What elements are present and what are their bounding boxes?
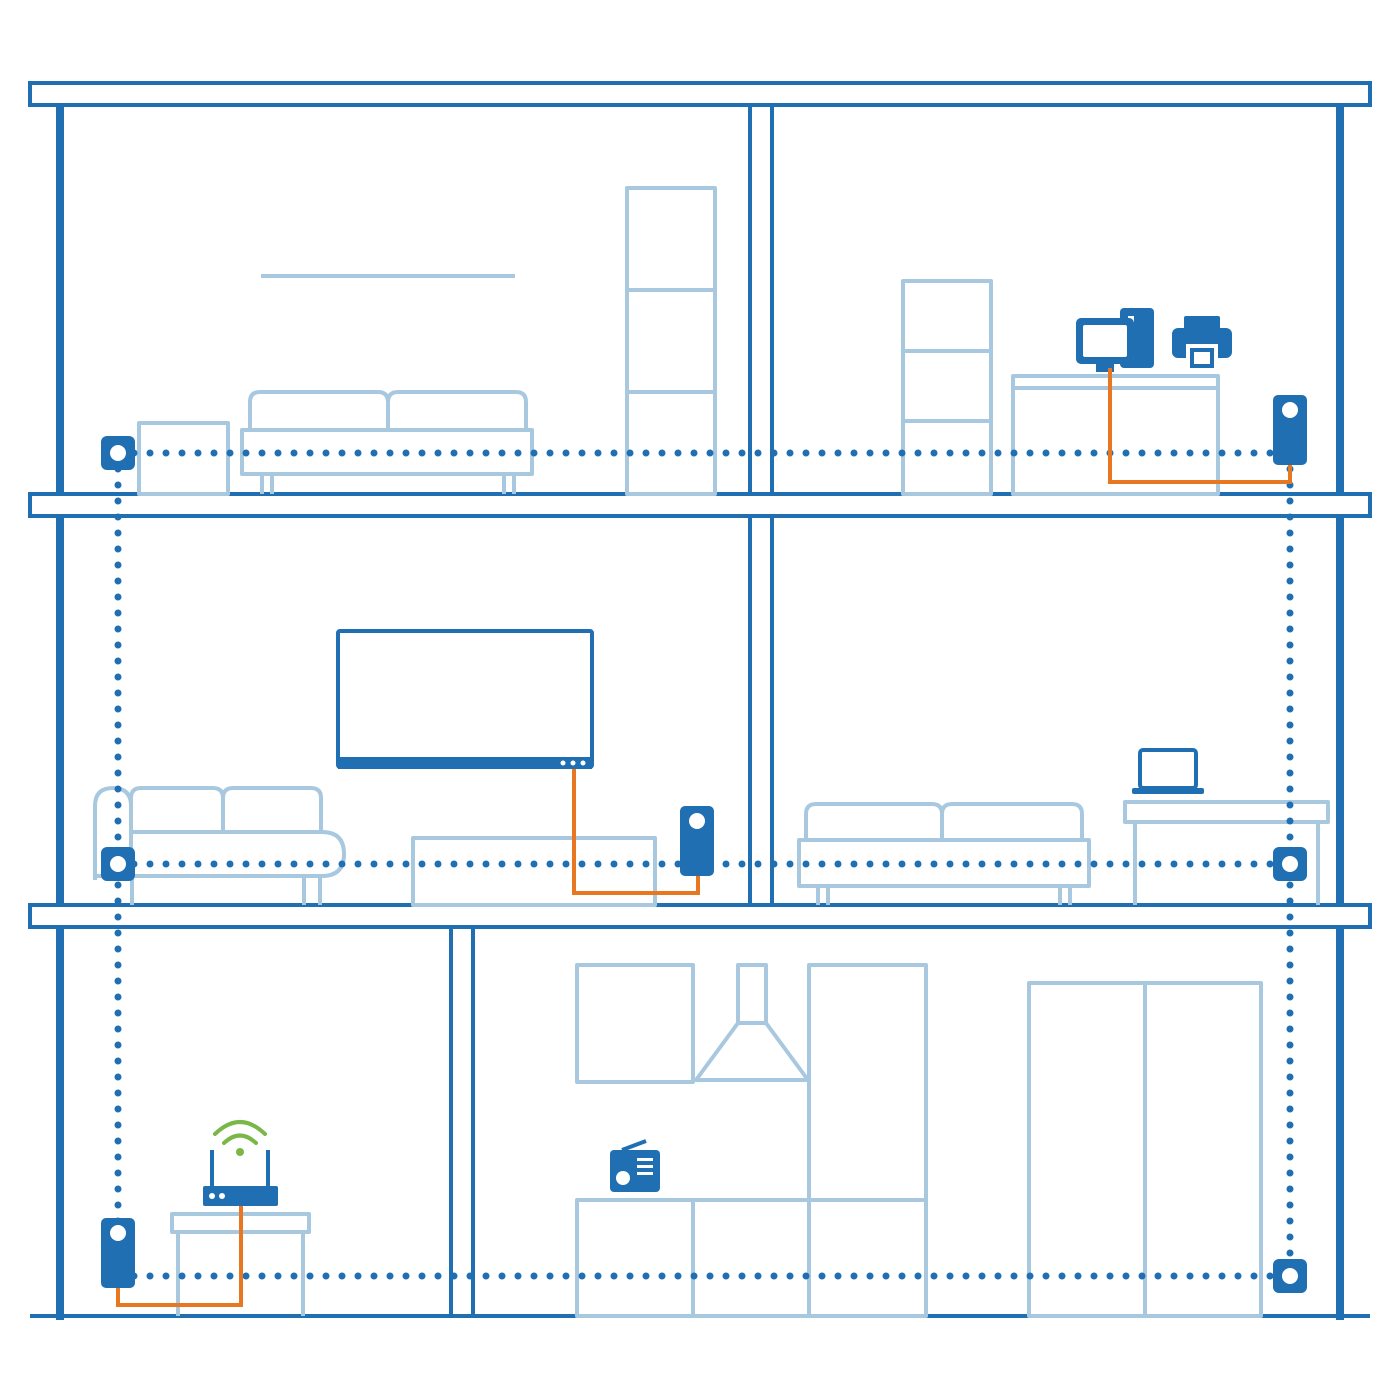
wall-socket — [1273, 847, 1307, 881]
wardrobe — [1027, 981, 1263, 1318]
laptop-icon — [1132, 748, 1204, 794]
tall-cupboard — [807, 963, 928, 1318]
cable-router — [116, 1206, 243, 1307]
house-structure — [28, 81, 1372, 1320]
roof-slab — [28, 81, 1372, 107]
bedroom-furniture — [797, 748, 1330, 905]
ethernet-cables — [116, 368, 1292, 1307]
wifi-icon — [213, 1120, 267, 1156]
router-icon — [203, 1150, 278, 1206]
wall-socket — [101, 436, 135, 470]
bed — [797, 802, 1091, 905]
home-office-furniture — [901, 279, 1232, 496]
kitchen-furniture — [575, 963, 1263, 1318]
living-room-furniture — [137, 186, 717, 496]
powerline-adapter — [680, 806, 714, 876]
cable-tv — [572, 769, 700, 895]
partition-top — [748, 103, 774, 496]
tv-icon — [336, 629, 594, 769]
bookshelf — [625, 186, 717, 496]
corner-sofa — [93, 786, 346, 905]
wall-cabinet — [575, 963, 695, 1084]
bedside-desk — [1123, 800, 1330, 905]
partition-ground — [449, 925, 475, 1318]
wall-socket — [101, 847, 135, 881]
partition-middle — [748, 514, 774, 907]
cable-office-computer — [1108, 368, 1292, 484]
floor-slab-middle — [28, 903, 1372, 929]
office-shelf — [901, 279, 993, 496]
tv-cabinet — [411, 836, 657, 907]
range-hood — [694, 963, 810, 1082]
tv-room-furniture — [93, 629, 657, 907]
powerline-adapters — [101, 395, 1307, 1288]
outer-wall-left — [56, 94, 64, 1320]
desk — [1011, 374, 1220, 496]
side-table — [137, 421, 230, 496]
sofa — [240, 390, 534, 494]
counter — [575, 1198, 811, 1318]
wall-socket — [1273, 1259, 1307, 1293]
printer-icon — [1172, 316, 1232, 368]
computer-icon — [1076, 308, 1154, 372]
radio-icon — [610, 1139, 660, 1192]
outer-wall-right — [1336, 94, 1344, 1320]
powerline-adapter — [101, 1218, 135, 1288]
floor-slab-upper — [28, 492, 1372, 518]
powerline-network — [114, 449, 1294, 1280]
wall-sockets — [101, 436, 1307, 1293]
powerline-adapter — [1273, 395, 1307, 465]
